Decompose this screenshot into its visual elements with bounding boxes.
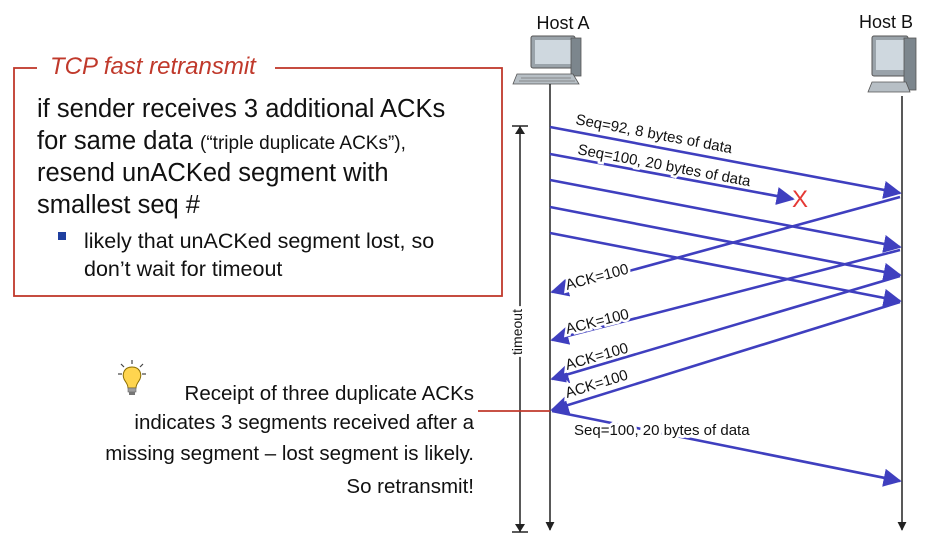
segment-5-arrow (549, 231, 902, 307)
box-main-line-2: for same data (“triple duplicate ACKs”), (37, 127, 406, 155)
retransmit-arrow (551, 409, 902, 487)
note-line-1: Receipt of three duplicate ACKs (185, 382, 474, 405)
box-title: TCP fast retransmit (50, 53, 257, 80)
retransmit-label: Seq=100, 20 bytes of data (574, 422, 750, 439)
segment-3-arrow (549, 178, 902, 253)
segment-seq92-arrow (549, 125, 902, 199)
host-a-computer-icon (512, 35, 582, 85)
ack-label-1: ACK=100 (564, 261, 631, 294)
ack-arrow-4 (550, 300, 901, 414)
timeout-label: timeout (509, 309, 525, 355)
box-bullet-line-2: don’t wait for timeout (84, 257, 282, 281)
ack-arrow-2 (550, 248, 901, 345)
segment-4-arrow (549, 205, 902, 281)
loss-mark: X (792, 186, 808, 213)
segment-seq100-lost-arrow (549, 152, 795, 205)
box-main-line-4: smallest seq # (37, 191, 201, 219)
lightbulb-icon (118, 360, 146, 395)
note-line-2: indicates 3 segments received after a (134, 411, 474, 434)
host-b-label: Host B (859, 12, 913, 32)
box-bullet-line-1: likely that unACKed segment lost, so (84, 229, 434, 253)
box-main-line-3: resend unACKed segment with (37, 159, 389, 187)
note-line-4: So retransmit! (346, 475, 474, 498)
bullet-square (58, 232, 66, 240)
ack-arrow-1 (550, 195, 901, 297)
ack-label-2: ACK=100 (564, 306, 631, 338)
box-main-line-1: if sender receives 3 additional ACKs (37, 95, 445, 123)
note-line-3: missing segment – lost segment is likely… (105, 442, 474, 465)
timeout-bracket (512, 125, 528, 533)
ack-arrow-3 (550, 274, 901, 384)
host-a-label: Host A (536, 13, 589, 33)
box-title-gap (37, 54, 275, 80)
host-b-computer-icon (867, 35, 917, 93)
